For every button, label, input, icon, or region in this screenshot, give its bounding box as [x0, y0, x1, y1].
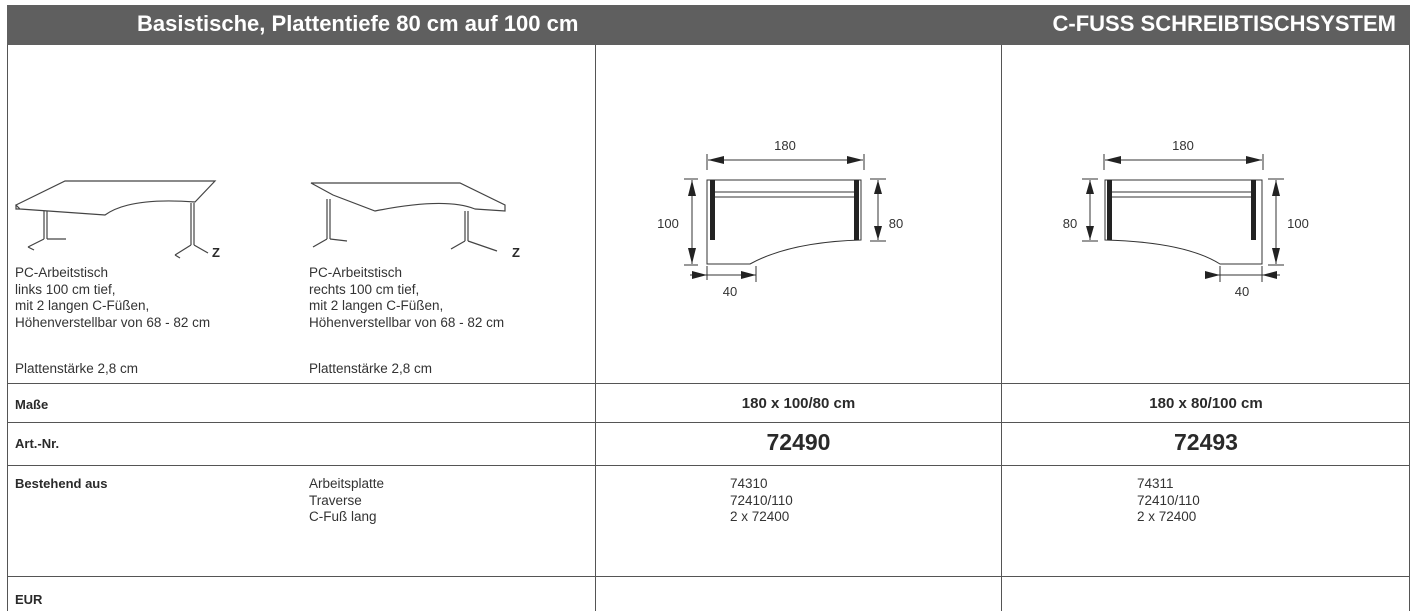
part-number: 72410/110 — [1137, 492, 1200, 508]
part-number: 74311 — [1137, 476, 1174, 491]
part-number: 2 x 72400 — [1137, 509, 1197, 524]
eur-label: EUR — [15, 592, 43, 607]
dim-right: 100 — [1287, 216, 1309, 231]
article-number: 72493 — [1174, 429, 1238, 455]
dimension-drawing-72493: 180 80 100 40 — [1063, 138, 1309, 299]
dim-left: 100 — [657, 216, 679, 231]
parts-list: 74310 72410/110 2 x 72400 — [730, 476, 793, 526]
row-divider — [7, 576, 1410, 577]
desk-illustration-left — [14, 180, 217, 259]
table-frame — [7, 45, 1410, 611]
article-number: 72490 — [766, 429, 831, 455]
component-item: Arbeitsplatte — [309, 476, 385, 491]
column-divider — [1001, 45, 1002, 611]
component-item: C-Fuß lang — [309, 509, 377, 524]
desc-line: rechts 100 cm tief, — [309, 281, 420, 297]
dim-width: 180 — [1172, 138, 1194, 153]
desc-line: PC-Arbeitstisch — [309, 265, 403, 280]
component-item: Traverse — [309, 492, 362, 508]
z-mark: Z — [212, 245, 220, 260]
masse-value: 180 x 80/100 cm — [1149, 395, 1263, 412]
desk-illustration-right — [310, 182, 506, 252]
desc-line: PC-Arbeitstisch — [15, 265, 109, 280]
parts-list: 74311 72410/110 2 x 72400 — [1137, 476, 1200, 526]
dim-width: 180 — [774, 138, 796, 153]
plate-thickness: Plattenstärke 2,8 cm — [15, 361, 139, 376]
desc-line: Höhenverstellbar von 68 - 82 cm — [15, 314, 211, 330]
bestehend-label: Bestehend aus — [15, 476, 108, 491]
row-divider — [7, 465, 1410, 466]
dim-left: 80 — [1063, 216, 1077, 231]
product-description: PC-Arbeitstisch rechts 100 cm tief, mit … — [309, 265, 504, 331]
column-divider — [595, 45, 596, 611]
desc-line: mit 2 langen C-Füßen, — [309, 298, 444, 313]
plate-thickness: Plattenstärke 2,8 cm — [309, 361, 433, 376]
masse-value: 180 x 100/80 cm — [741, 395, 856, 412]
desc-line: links 100 cm tief, — [15, 281, 116, 297]
dimension-drawing-72490: 180 100 80 40 — [657, 138, 903, 299]
masse-label: Maße — [15, 397, 49, 412]
row-divider — [7, 383, 1410, 384]
z-mark: Z — [512, 245, 520, 260]
dim-right: 80 — [889, 216, 903, 231]
product-description: PC-Arbeitstisch links 100 cm tief, mit 2… — [15, 265, 210, 331]
system-title: C-FUSS SCHREIBTISCHSYSTEM — [1052, 11, 1396, 36]
desc-line: Höhenverstellbar von 68 - 82 cm — [309, 314, 505, 330]
part-number: 72410/110 — [730, 492, 793, 508]
part-number: 74310 — [730, 476, 768, 491]
page-title: Basistische, Plattentiefe 80 cm auf 100 … — [137, 11, 579, 36]
component-list: Arbeitsplatte Traverse C-Fuß lang — [309, 476, 384, 526]
artnr-label: Art.-Nr. — [15, 436, 60, 451]
row-divider — [7, 422, 1410, 423]
dim-cut: 40 — [723, 284, 737, 299]
dim-cut: 40 — [1235, 284, 1249, 299]
header-bar: Basistische, Plattentiefe 80 cm auf 100 … — [7, 5, 1410, 45]
desc-line: mit 2 langen C-Füßen, — [15, 298, 150, 313]
part-number: 2 x 72400 — [730, 509, 790, 524]
